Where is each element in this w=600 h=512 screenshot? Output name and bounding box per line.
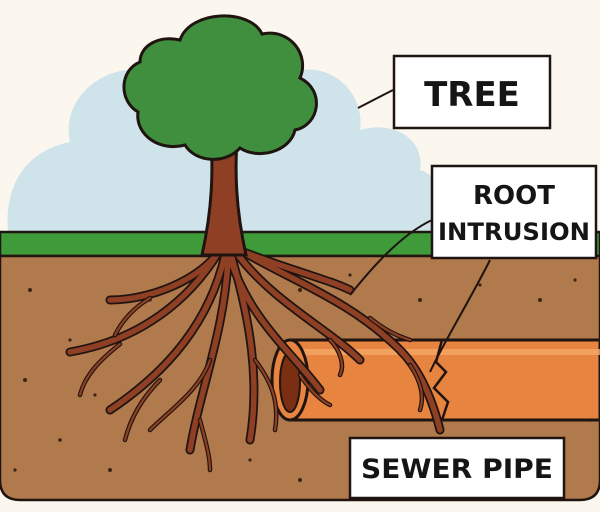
tree-label: TREE	[424, 75, 520, 115]
tree-leader-line	[357, 89, 394, 109]
root-intrusion-label-line2: INTRUSION	[438, 218, 590, 246]
root-intrusion-leader-line-1	[349, 219, 433, 296]
sewer-pipe-icon	[270, 338, 600, 422]
tree-label-box: TREE	[392, 54, 552, 130]
tree-icon	[122, 14, 318, 257]
leader-lines	[349, 89, 491, 373]
root-intrusion-label-line1: ROOT	[473, 181, 555, 211]
root-intrusion-leader-line-2	[429, 259, 491, 373]
sewer-pipe-label: SEWER PIPE	[361, 454, 553, 485]
tree-canopy	[122, 14, 318, 161]
root-intrusion-label-box: ROOT INTRUSION	[430, 164, 598, 260]
sewer-pipe-label-box: SEWER PIPE	[348, 436, 566, 500]
tree-roots	[65, 245, 445, 473]
